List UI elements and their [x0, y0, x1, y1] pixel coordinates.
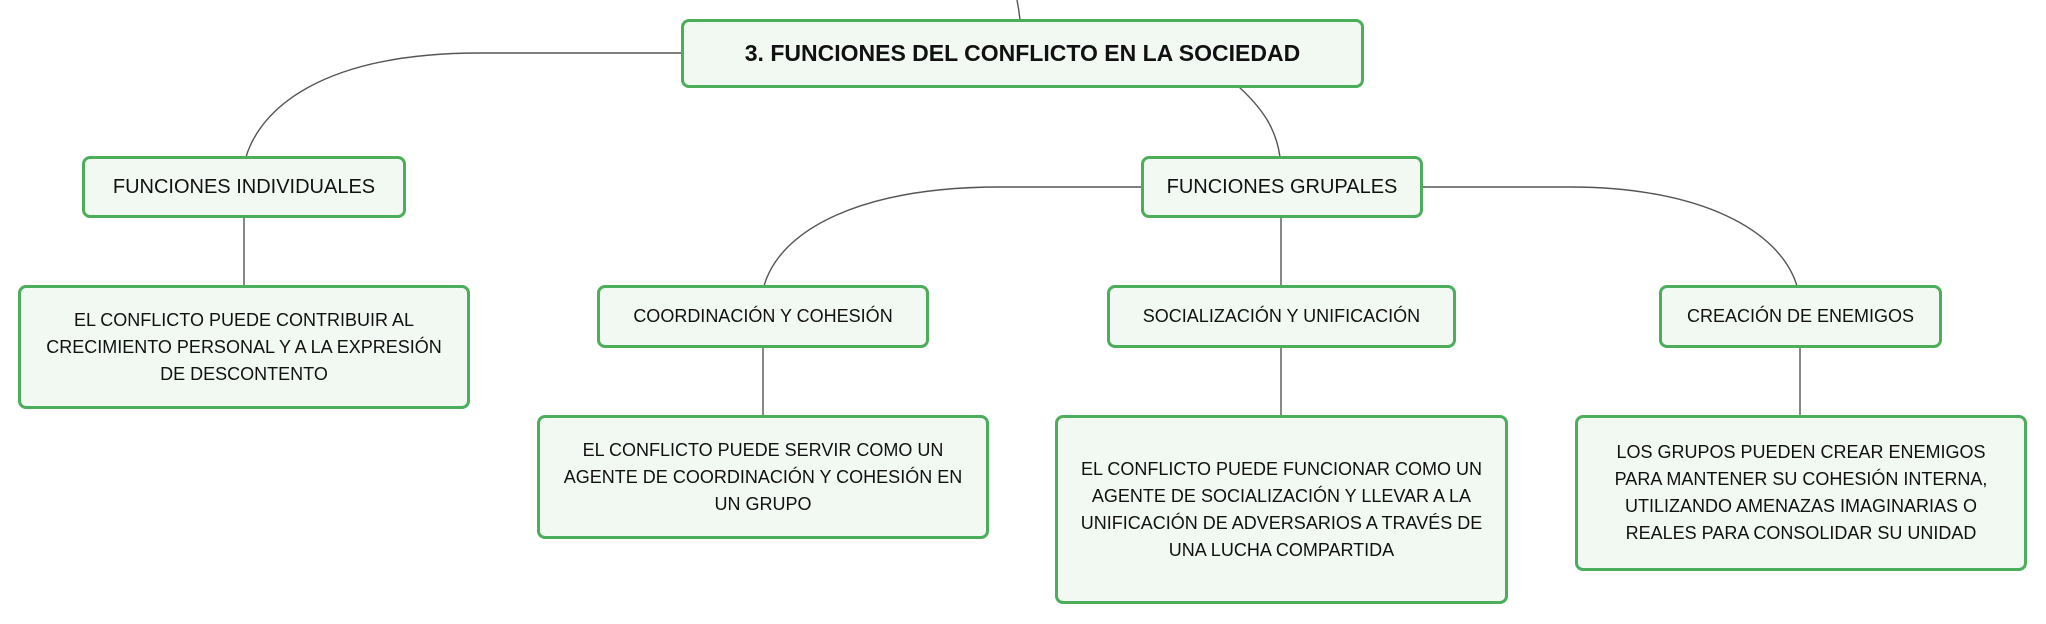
- individual-functions-label: FUNCIONES INDIVIDUALES: [112, 175, 376, 198]
- socialization-unification-detail-text: EL CONFLICTO PUEDE FUNCIONAR COMO UN AGE…: [1080, 458, 1483, 560]
- socialization-unification-detail[interactable]: EL CONFLICTO PUEDE FUNCIONAR COMO UN AGE…: [1055, 415, 1508, 604]
- enemy-creation-node[interactable]: CREACIÓN DE ENEMIGOS: [1659, 285, 1942, 348]
- coordination-cohesion-detail[interactable]: EL CONFLICTO PUEDE SERVIR COMO UN AGENTE…: [537, 415, 989, 539]
- root-node[interactable]: 3. FUNCIONES DEL CONFLICTO EN LA SOCIEDA…: [681, 19, 1364, 88]
- connector-group-to-coordination: [763, 186, 1142, 287]
- individual-functions-detail-text: EL CONFLICTO PUEDE CONTRIBUIR AL CRECIMI…: [46, 309, 442, 384]
- enemy-creation-detail-text: LOS GRUPOS PUEDEN CREAR ENEMIGOS PARA MA…: [1614, 442, 1988, 543]
- connector-group-to-enemies: [1422, 186, 1798, 287]
- coordination-cohesion-node[interactable]: COORDINACIÓN Y COHESIÓN: [597, 285, 929, 348]
- enemy-creation-detail[interactable]: LOS GRUPOS PUEDEN CREAR ENEMIGOS PARA MA…: [1575, 415, 2027, 571]
- coordination-cohesion-label: COORDINACIÓN Y COHESIÓN: [633, 306, 893, 326]
- socialization-unification-label: SOCIALIZACIÓN Y UNIFICACIÓN: [1142, 306, 1421, 326]
- connector-root-to-individual: [245, 52, 683, 158]
- group-functions-node[interactable]: FUNCIONES GRUPALES: [1141, 156, 1423, 218]
- enemy-creation-label: CREACIÓN DE ENEMIGOS: [1686, 306, 1915, 326]
- coordination-cohesion-detail-text: EL CONFLICTO PUEDE SERVIR COMO UN AGENTE…: [563, 439, 963, 514]
- group-functions-label: FUNCIONES GRUPALES: [1166, 175, 1398, 198]
- connector-root-to-group: [1237, 85, 1281, 158]
- socialization-unification-node[interactable]: SOCIALIZACIÓN Y UNIFICACIÓN: [1107, 285, 1456, 348]
- root-node-label: 3. FUNCIONES DEL CONFLICTO EN LA SOCIEDA…: [744, 40, 1301, 66]
- connector-parent-to-root: [1016, 0, 1021, 21]
- individual-functions-node[interactable]: FUNCIONES INDIVIDUALES: [82, 156, 406, 218]
- individual-functions-detail[interactable]: EL CONFLICTO PUEDE CONTRIBUIR AL CRECIMI…: [18, 285, 470, 409]
